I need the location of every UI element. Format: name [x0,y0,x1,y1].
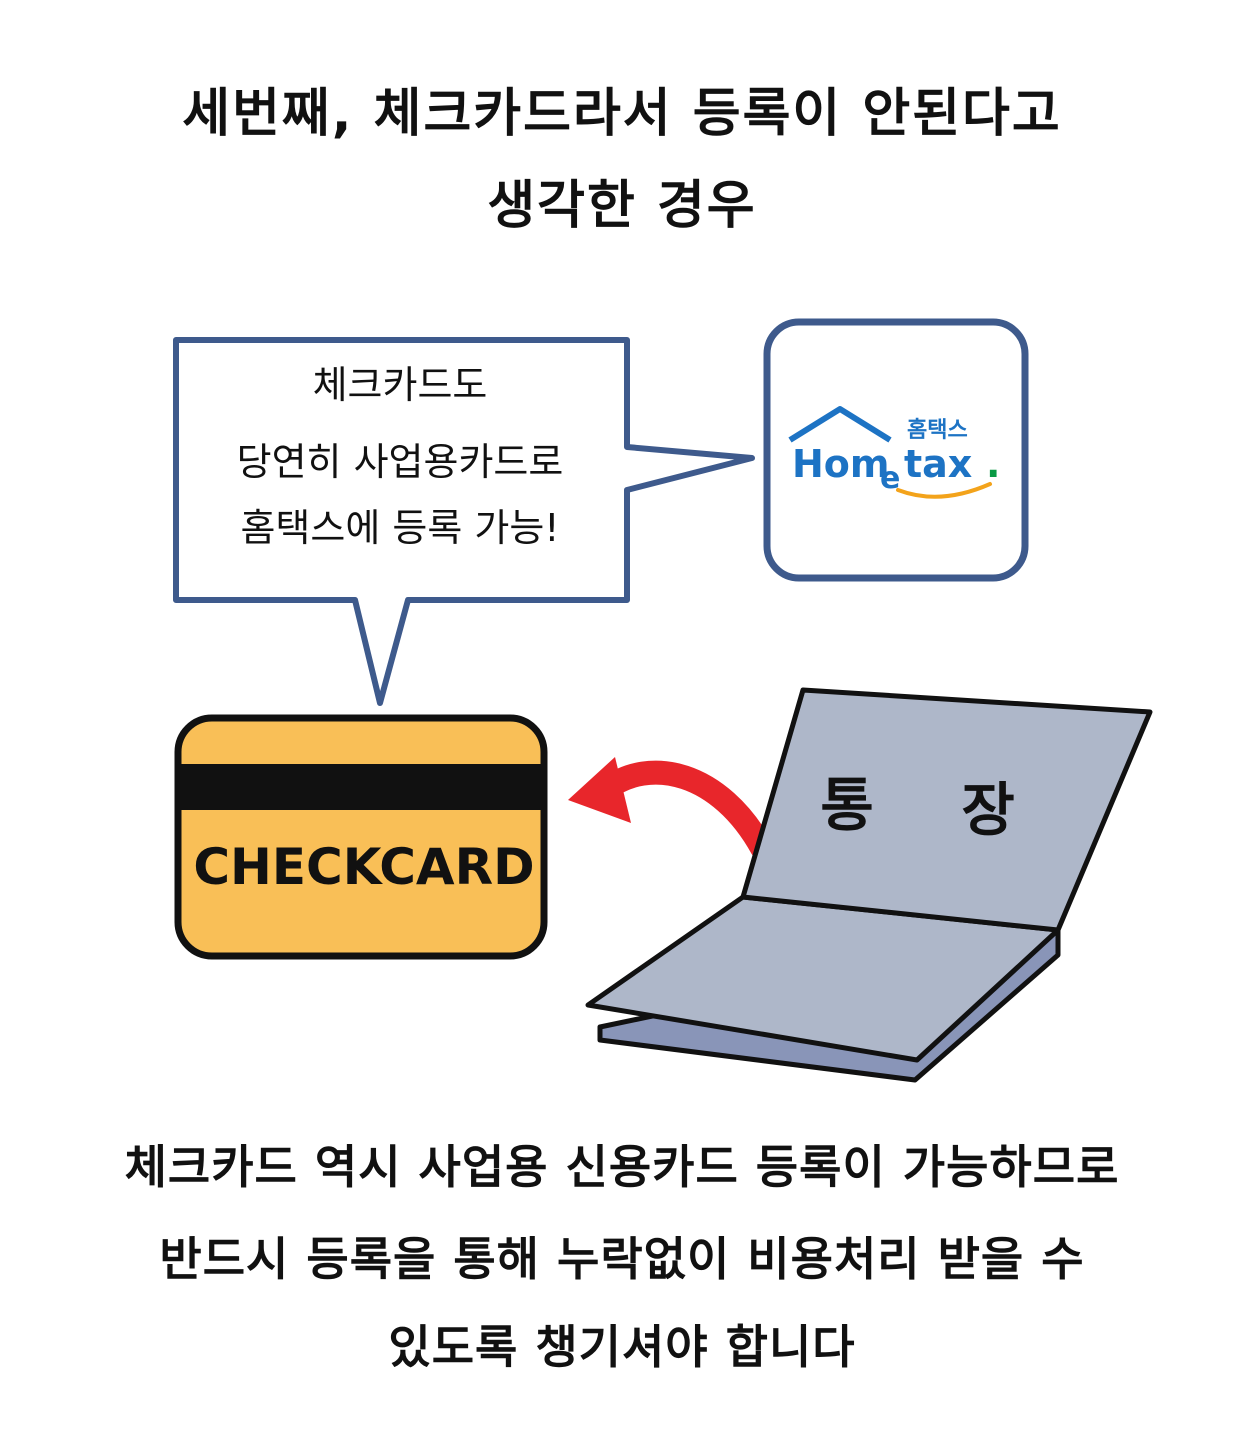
title-line-1: 세번째, 체크카드라서 등록이 안된다고 [182,84,1062,144]
bankbook-char-1: 통 [820,771,873,839]
bubble-text-line-1: 체크카드도 [312,363,488,407]
bubble-text-line-2: 당연히 사업용카드로 [236,440,564,484]
check-card: CHECKCARD [174,714,548,960]
title-line-2: 생각한 경우 [487,176,757,236]
hometax-logo: 홈택스 Hom e tax . [788,406,1000,499]
bottom-text-line-3: 있도록 챙기셔야 합니다 [388,1320,856,1374]
hometax-english-right: tax [904,442,972,486]
hometax-english-dot: . [986,442,1000,486]
red-arrow-icon [568,757,774,860]
hometax-english-e: e [880,461,900,496]
hometax-korean-label: 홈택스 [907,418,968,443]
hometax-logo-box [763,318,1029,582]
bottom-text-line-2: 반드시 등록을 통해 누락없이 비용처리 받을 수 [159,1232,1085,1286]
speech-bubble [173,337,755,706]
bankbook: 통 장 [585,687,1153,1083]
bottom-text-line-1: 체크카드 역시 사업용 신용카드 등록이 가능하므로 [124,1140,1120,1194]
hometax-english-left: Hom [792,442,890,486]
bubble-text-line-3: 홈택스에 등록 가능! [240,506,560,550]
card-label: CHECKCARD [193,838,534,896]
bankbook-char-2: 장 [961,776,1014,844]
